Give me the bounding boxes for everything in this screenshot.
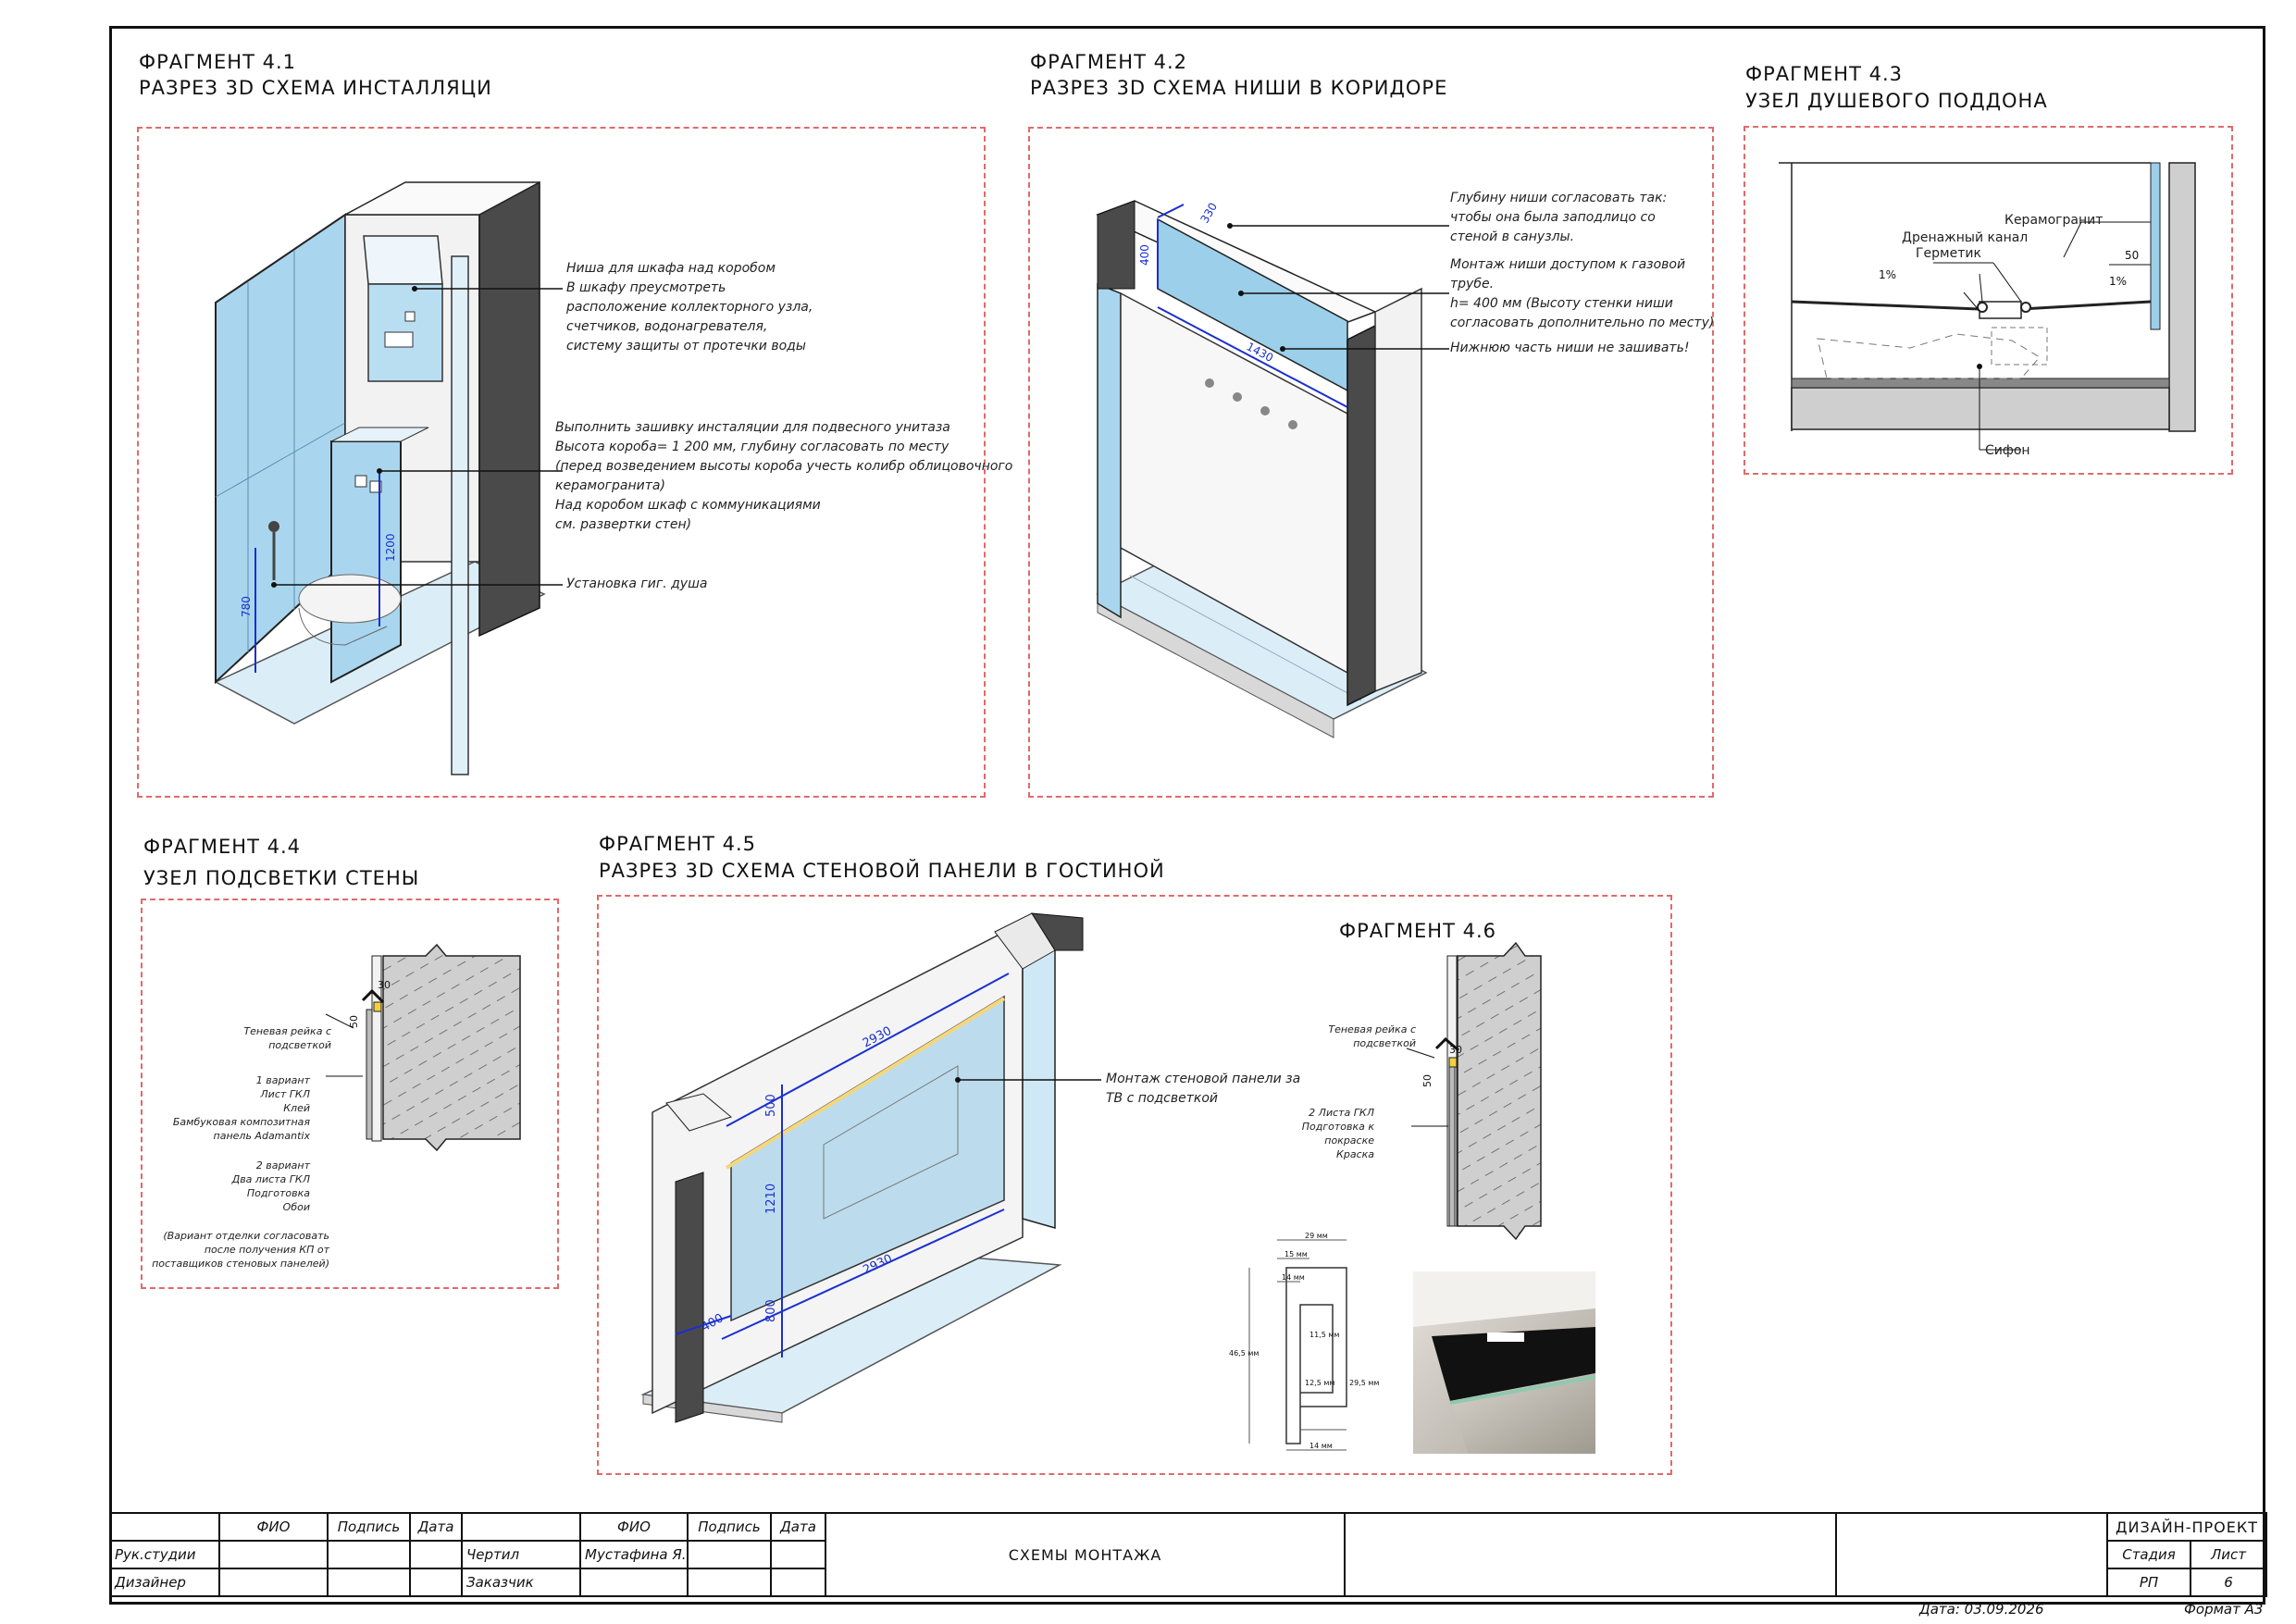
note-wall-panel: Монтаж стеновой панели за ТВ с подсветко… xyxy=(1106,1072,1301,1106)
profile-w15: 15 мм xyxy=(1285,1250,1308,1258)
fragment-4-1-frame xyxy=(137,127,986,798)
fragment-4-2-drawing: 400 330 1430 xyxy=(1096,200,1449,738)
tb-row-designer: Дизайнер xyxy=(109,1568,220,1597)
dim-780: 780 xyxy=(240,596,253,617)
tb-header-fio: ФИО xyxy=(218,1512,329,1542)
profile-w14a: 14 мм xyxy=(1282,1273,1305,1282)
note-niche-depth: Глубину ниши согласовать так: чтобы она … xyxy=(1450,191,1668,244)
footer-format: Формат А3 xyxy=(2184,1601,2264,1618)
tb-header-date: Дата xyxy=(409,1512,463,1542)
fragment-4-3-title: ФРАГМЕНТ 4.3 xyxy=(1745,63,1903,85)
finish-variant-2: 2 вариант Два листа ГКЛ Подготовка Обои xyxy=(231,1159,310,1213)
tb-header-sign-2: Подпись xyxy=(687,1512,772,1542)
profile-h295: 29,5 мм xyxy=(1349,1379,1379,1387)
dim-50: 50 xyxy=(2125,249,2139,262)
fragment-4-3-subtitle: УЗЕЛ ДУШЕВОГО ПОДДОНА xyxy=(1745,90,2048,112)
note-hygienic-shower: Установка гиг. душа xyxy=(566,576,708,591)
dim-30: 30 xyxy=(378,979,391,991)
tb-empty-2 xyxy=(461,1512,581,1542)
tb-stage-value: РП xyxy=(2106,1568,2191,1597)
profile-section-drawing: 29 мм 15 мм 14 мм 46,5 мм 11,5 мм 12,5 м… xyxy=(1229,1232,1379,1451)
tb-cell xyxy=(327,1540,411,1569)
fragment-4-5-subtitle: РАЗРЕЗ 3D СХЕМА СТЕНОВОЙ ПАНЕЛИ В ГОСТИН… xyxy=(599,860,1165,882)
note-niche-bottom: Нижнюю часть ниши не зашивать! xyxy=(1450,341,1690,355)
note-niche-mount: Монтаж ниши доступом к газовой трубе. h=… xyxy=(1450,257,1715,330)
tb-cell xyxy=(409,1540,463,1569)
note-installation-box: Выполнить зашивку инсталяции для подвесн… xyxy=(555,420,1013,532)
tb-project-type: ДИЗАЙН-ПРОЕКТ xyxy=(2106,1512,2267,1542)
dim-800: 800 xyxy=(764,1299,778,1322)
tb-cell xyxy=(687,1540,772,1569)
footer-date: Дата: 03.09.2026 xyxy=(1919,1601,2044,1618)
tb-cell xyxy=(218,1540,329,1569)
label-shadow-rail: Теневая рейка с подсветкой xyxy=(243,1025,331,1051)
label-siphon: Сифон xyxy=(1985,443,2030,458)
title-block: ФИО Подпись Дата ФИО Подпись Дата СХЕМЫ … xyxy=(109,1512,2267,1597)
dim-1200: 1200 xyxy=(384,533,397,562)
dim-30-f46: 30 xyxy=(1449,1044,1462,1056)
tb-empty-wide xyxy=(1344,1512,1837,1597)
tb-header-sign: Подпись xyxy=(327,1512,411,1542)
tb-cell xyxy=(409,1568,463,1597)
fragment-4-5-title: ФРАГМЕНТ 4.5 xyxy=(599,833,756,855)
slope-right: 1% xyxy=(2109,275,2127,288)
label-shadow-rail-f46: Теневая рейка с подсветкой xyxy=(1328,1023,1416,1049)
fragment-4-4-subtitle: УЗЕЛ ПОДСВЕТКИ СТЕНЫ xyxy=(143,867,420,889)
tb-empty-wide-2 xyxy=(1835,1512,2108,1597)
profile-w125: 12,5 мм xyxy=(1305,1379,1334,1387)
label-sealant: Герметик xyxy=(1916,246,1981,261)
tb-cell xyxy=(687,1568,772,1597)
tb-row-head-studio: Рук.студии xyxy=(109,1540,220,1569)
tb-cell xyxy=(770,1540,826,1569)
fragment-4-5-drawing: 2930 2930 500 1210 800 400 xyxy=(640,912,1101,1423)
fragment-4-4-title: ФРАГМЕНТ 4.4 xyxy=(143,836,301,858)
label-drain-channel: Дренажный канал xyxy=(1902,230,2029,245)
fragment-4-1-title: ФРАГМЕНТ 4.1 xyxy=(139,51,296,73)
profile-h465: 46,5 мм xyxy=(1229,1349,1259,1357)
tb-row-drawn: Чертил xyxy=(461,1540,581,1569)
profile-w14b: 14 мм xyxy=(1309,1442,1333,1450)
tb-sheet-value: 6 xyxy=(2190,1568,2267,1597)
tb-cell xyxy=(579,1568,689,1597)
tb-stage-label: Стадия xyxy=(2106,1540,2191,1569)
fragment-4-5-frame xyxy=(597,895,1672,1475)
fragment-4-1-drawing: 1200 780 xyxy=(214,180,563,775)
dim-50: 50 xyxy=(348,1015,360,1028)
fragment-4-2-title: ФРАГМЕНТ 4.2 xyxy=(1030,51,1187,73)
dim-500: 500 xyxy=(764,1094,778,1117)
fragment-4-3-frame xyxy=(1744,126,2233,475)
fragment-4-4-frame xyxy=(141,899,559,1289)
tb-drawn-name: Мустафина Я. xyxy=(579,1540,689,1569)
label-ceramic: Керамогранит xyxy=(2004,213,2104,228)
fragment-4-6-title: ФРАГМЕНТ 4.6 xyxy=(1339,920,1496,942)
profile-w115: 11,5 мм xyxy=(1309,1331,1339,1339)
tb-sheet-title: СХЕМЫ МОНТАЖА xyxy=(825,1512,1346,1597)
drawing-sheet xyxy=(109,26,2265,1605)
fragment-4-2-frame xyxy=(1028,127,1714,798)
dim-400: 400 xyxy=(1138,244,1151,266)
fragment-4-1-subtitle: РАЗРЕЗ 3D СХЕМА ИНСТАЛЛЯЦИ xyxy=(139,77,492,99)
fragment-4-2-subtitle: РАЗРЕЗ 3D СХЕМА НИШИ В КОРИДОРЕ xyxy=(1030,77,1448,99)
dim-50-f46: 50 xyxy=(1421,1074,1433,1087)
tb-header-fio-2: ФИО xyxy=(579,1512,689,1542)
slope-left: 1% xyxy=(1879,268,1896,281)
tb-empty-1 xyxy=(109,1512,220,1542)
fragment-4-3-drawing: 1% 1% 50 xyxy=(1779,162,2196,451)
tb-cell xyxy=(327,1568,411,1597)
dim-330: 330 xyxy=(1198,201,1220,226)
tb-cell xyxy=(770,1568,826,1597)
finish-variant-1: 1 вариант Лист ГКЛ Клей Бамбуковая компо… xyxy=(172,1074,310,1142)
tb-row-client: Заказчик xyxy=(461,1568,581,1597)
dim-1210: 1210 xyxy=(764,1184,778,1214)
fragment-4-6-drawing: 30 50 xyxy=(1406,941,1542,1241)
profile-w29: 29 мм xyxy=(1305,1232,1328,1240)
tb-header-date-2: Дата xyxy=(770,1512,826,1542)
finish-variant-note: (Вариант отделки согласовать после получ… xyxy=(152,1230,329,1270)
note-niche-cabinet: Ниша для шкафа над коробом В шкафу преус… xyxy=(566,261,813,353)
fragment-4-4-drawing: 30 50 xyxy=(325,943,521,1152)
tb-sheet-label: Лист xyxy=(2190,1540,2267,1569)
profile-photo xyxy=(1413,1271,1596,1454)
label-layers-f46: 2 Листа ГКЛ Подготовка к покраске Краска xyxy=(1301,1107,1374,1160)
tb-cell xyxy=(218,1568,329,1597)
